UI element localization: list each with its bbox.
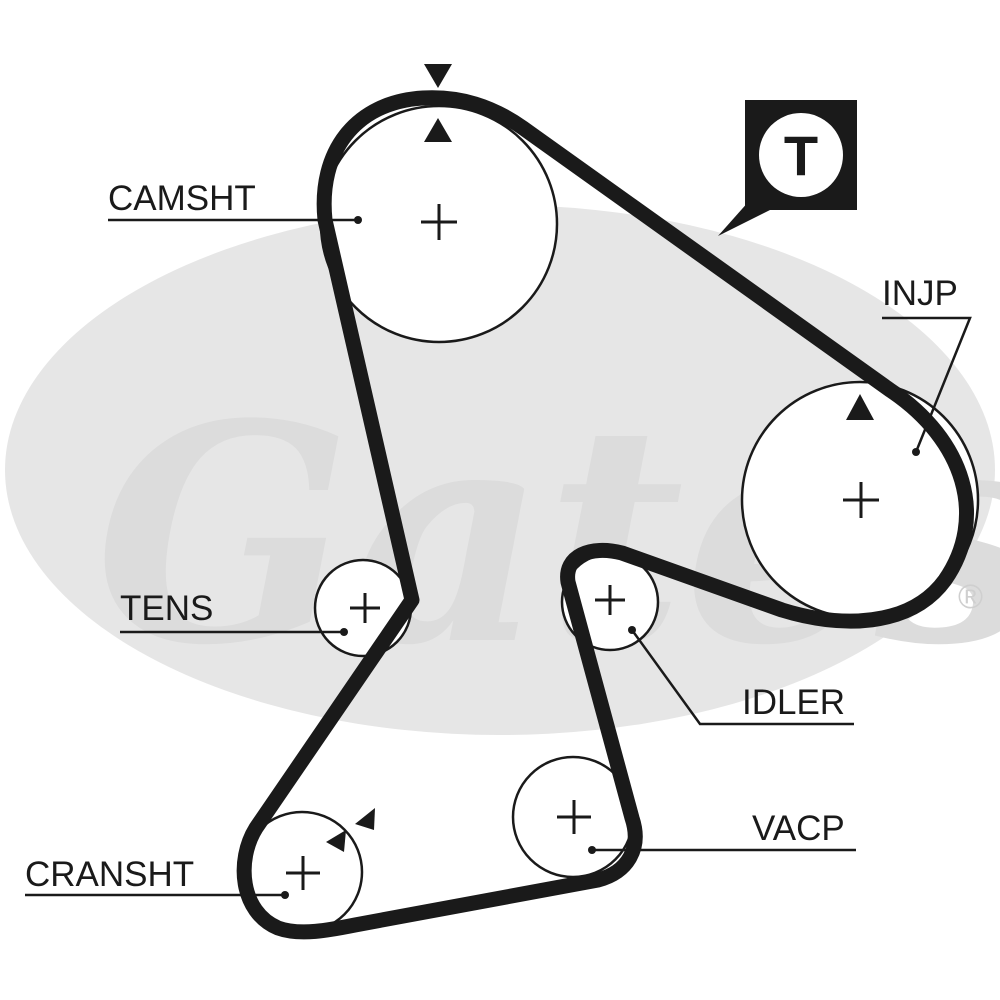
camshaft-timing-mark-top-icon [424,64,452,88]
camshaft-timing-mark-bottom-icon [424,118,452,142]
timing-belt [236,90,974,940]
timing-marks [326,64,874,852]
label-tensioner: TENS [120,589,213,628]
anchor-tensioner [340,628,348,636]
callouts: CAMSHT INJP TENS IDLER VACP CRANSHT [25,179,972,899]
crankshaft-timing-mark-inner-icon [326,830,346,852]
tension-badge: T [718,100,857,236]
registered-mark: ® [958,578,983,616]
tensioner-center-plus [350,593,380,623]
idler-center-plus [595,585,625,615]
leader-idler [630,629,854,726]
label-crankshaft: CRANSHT [25,855,194,894]
badge-circle [759,113,843,197]
label-camshaft: CAMSHT [108,179,256,218]
anchor-idler [628,626,636,634]
badge-letter: T [784,124,818,187]
badge-pointer [718,200,790,236]
anchor-camshaft [354,216,362,224]
label-vacuum-pump: VACP [752,809,845,848]
camshaft-center-plus [421,204,457,240]
label-idler: IDLER [742,683,845,722]
vacuum-pump-center-plus [557,800,591,834]
center-marks [286,204,879,890]
label-injection-pump: INJP [882,274,958,313]
injection-pump-center-plus [843,482,879,518]
injection-pump-timing-mark-icon [846,394,874,420]
crankshaft-timing-mark-outer-icon [355,808,375,830]
leader-injection-pump [882,316,972,453]
anchor-crankshaft [281,891,289,899]
anchor-injection-pump [912,448,920,456]
anchor-vacuum-pump [588,846,596,854]
crankshaft-center-plus [286,856,320,890]
